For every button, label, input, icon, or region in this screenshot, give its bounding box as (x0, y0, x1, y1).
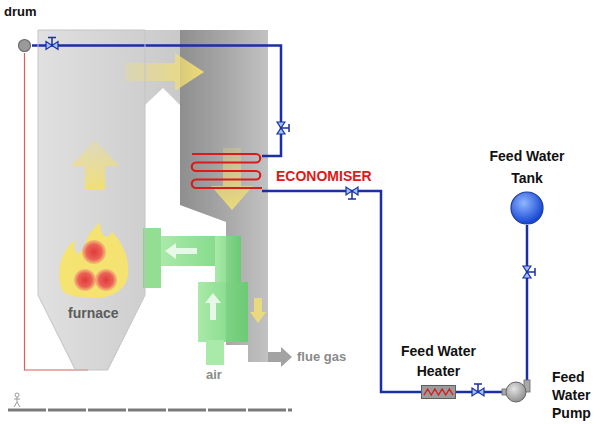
burner-flame (59, 222, 128, 298)
air-duct-vertical (215, 236, 241, 286)
flame-core (82, 240, 106, 264)
gas-arrow-right (125, 53, 204, 91)
valve-symbol (346, 187, 358, 199)
economiser-coil: ECONOMISER (192, 150, 262, 194)
second-pass (180, 30, 268, 362)
air-wall-panel (143, 228, 161, 288)
drum-shape (17, 38, 32, 53)
drum-node: drum (17, 38, 32, 53)
air-label: air (206, 367, 222, 383)
flame (59, 222, 128, 298)
air-system (143, 228, 248, 365)
person-figure (14, 393, 20, 407)
furnace-node: furnace (38, 30, 145, 370)
air-arrow-up (205, 293, 221, 320)
coil-tubes (192, 154, 262, 188)
ground-line (8, 409, 292, 412)
heater-shape (421, 385, 456, 399)
coil-shape (192, 150, 262, 194)
air-arrow-left (165, 243, 197, 259)
feed-water-pump: Feed Water Pump (502, 380, 530, 404)
tank-circle (511, 192, 543, 224)
feed-water-pipe (262, 191, 421, 392)
valve-stem (281, 124, 289, 132)
person-body (14, 397, 20, 407)
flue-gas-label: flue gas (297, 349, 346, 365)
valve-symbol (523, 266, 535, 278)
tank-shape (510, 191, 544, 225)
air-inlet (206, 340, 224, 365)
valve-symbol (277, 122, 289, 134)
drum-circle (19, 40, 31, 52)
furnace-outline (38, 30, 145, 370)
flue-gas-arrow (268, 347, 292, 367)
feed-water-heater: Feed Water Heater (421, 385, 456, 399)
flame-core (95, 269, 117, 291)
valve-stem (348, 191, 356, 199)
feed-water-pipe (526, 225, 529, 380)
heater-coil (424, 389, 453, 395)
heater-label: Feed Water Heater (391, 341, 487, 381)
pump-label: Feed Water Pump (552, 368, 591, 422)
valve-stem (48, 38, 56, 46)
feed-water-pipe (32, 46, 281, 157)
gas-arrow-small (250, 298, 266, 323)
gas-arrow-up (71, 140, 119, 190)
pipe-group (25, 46, 528, 393)
person-head (15, 393, 19, 397)
valve-stem (474, 384, 482, 392)
pump-casing (506, 382, 526, 402)
feed-water-tank: Feed Water Tank (510, 191, 544, 225)
air-preheater (198, 282, 248, 342)
drum-label: drum (4, 4, 37, 20)
downcomer-line (25, 53, 89, 370)
economiser-label: ECONOMISER (276, 168, 372, 184)
valve-symbol (46, 38, 58, 50)
furnace-label: furnace (68, 305, 119, 321)
label-holder: air (206, 367, 222, 383)
label-holder: flue gas (297, 349, 346, 365)
pump-shape (502, 380, 530, 404)
flame-core (74, 269, 96, 291)
heater-box (422, 386, 456, 399)
valve-stem (527, 268, 535, 276)
valve-symbol (472, 384, 484, 396)
tank-label: Feed Water Tank (479, 145, 575, 189)
